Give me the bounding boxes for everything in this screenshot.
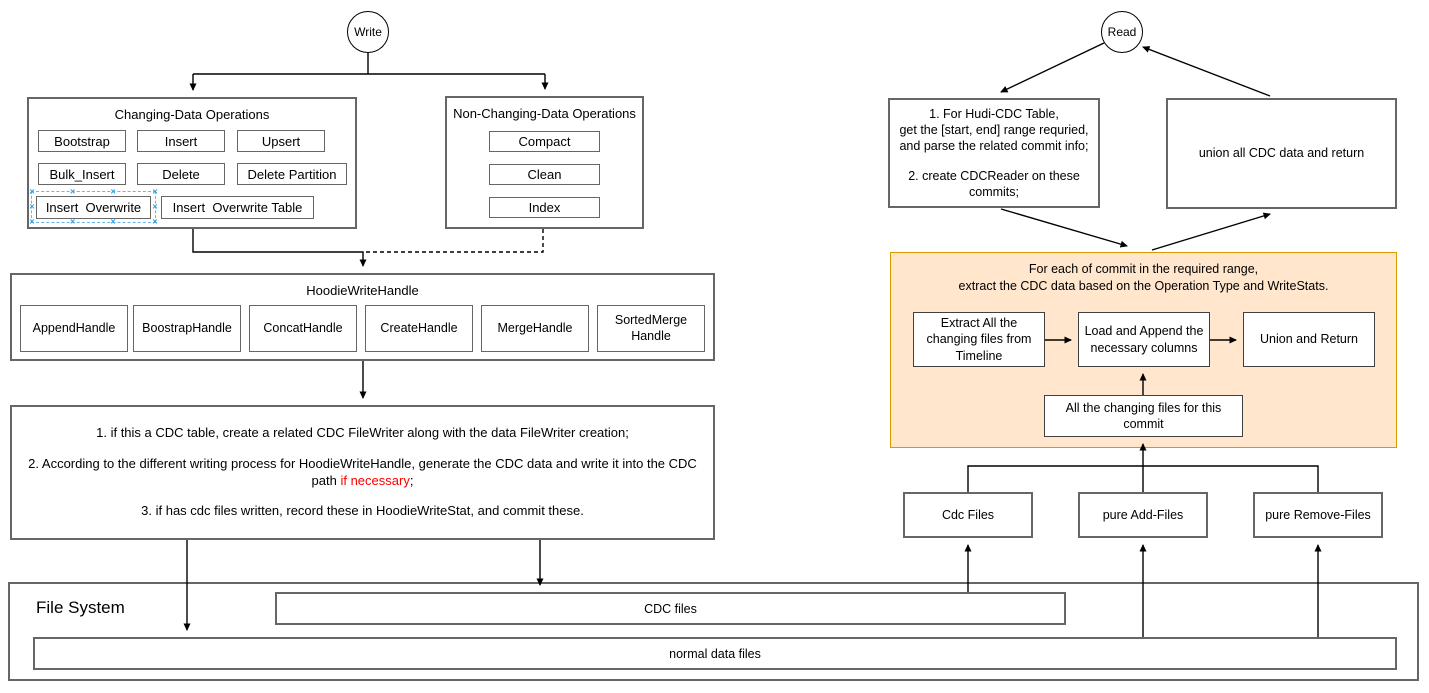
non-changing-data-operations-title: Non-Changing-Data Operations <box>453 106 636 121</box>
op-upsert[interactable]: Upsert <box>237 130 325 152</box>
normal-data-files-bar-label: normal data files <box>669 646 761 661</box>
selection-handle[interactable]: × <box>69 216 76 227</box>
op-delete[interactable]: Delete <box>137 163 225 185</box>
pure-remove-files-box[interactable]: pure Remove-Files <box>1253 492 1383 538</box>
op-insert[interactable]: Insert <box>137 130 225 152</box>
selection-outline[interactable]: × × × × × × × × × × <box>29 186 157 226</box>
write-node[interactable]: Write <box>347 11 389 53</box>
if-necessary-highlight: if necessary <box>340 472 410 488</box>
load-append-columns-box[interactable]: Load and Append the necessary columns <box>1078 312 1210 367</box>
changing-data-operations-title: Changing-Data Operations <box>114 107 270 122</box>
op-delete-partition[interactable]: Delete Partition <box>237 163 347 185</box>
read-node[interactable]: Read <box>1101 11 1143 53</box>
selection-handle[interactable]: × <box>152 186 158 197</box>
arrow-prepare-to-panel <box>1000 208 1128 248</box>
selection-handle[interactable]: × <box>29 186 35 197</box>
cdc-files-bar-label: CDC files <box>644 601 697 616</box>
pure-add-files-box[interactable]: pure Add-Files <box>1078 492 1208 538</box>
arrow-union-to-read <box>1142 46 1271 97</box>
op-index[interactable]: Index <box>489 197 600 218</box>
non-changing-data-operations-box[interactable]: Non-Changing-Data Operations <box>445 96 644 229</box>
normal-data-files-bar[interactable]: normal data files <box>33 637 1397 670</box>
selection-handle[interactable]: × <box>29 201 35 212</box>
bracket-file-boxes <box>967 465 1319 492</box>
op-clean[interactable]: Clean <box>489 164 600 185</box>
union-cdc-data-label: union all CDC data and return <box>1198 146 1365 161</box>
op-bootstrap[interactable]: Bootstrap <box>38 130 126 152</box>
selection-handle[interactable]: × <box>152 201 158 212</box>
read-prepare-box[interactable]: 1. For Hudi-CDC Table, get the [start, e… <box>888 98 1100 208</box>
dashed-nonchanging-to-handle <box>366 229 544 253</box>
union-cdc-data-box[interactable]: union all CDC data and return <box>1166 98 1397 209</box>
read-prepare-step-1: 1. For Hudi-CDC Table, get the [start, e… <box>899 106 1089 154</box>
arrow-panel-to-union <box>1151 212 1271 251</box>
write-step-3: 3. if has cdc files written, record thes… <box>141 503 584 519</box>
handle-create[interactable]: CreateHandle <box>365 305 473 352</box>
write-steps-box[interactable]: 1. if this a CDC table, create a related… <box>10 405 715 540</box>
write-label: Write <box>354 25 382 39</box>
read-prepare-step-2: 2. create CDCReader on these commits; <box>908 168 1080 199</box>
op-compact[interactable]: Compact <box>489 131 600 152</box>
extract-changing-files-box[interactable]: Extract All the changing files from Time… <box>913 312 1045 367</box>
handle-append[interactable]: AppendHandle <box>20 305 128 352</box>
file-system-label: File System <box>36 598 125 617</box>
union-and-return-box[interactable]: Union and Return <box>1243 312 1375 367</box>
handle-concat[interactable]: ConcatHandle <box>249 305 357 352</box>
handle-sorted-merge[interactable]: SortedMerge Handle <box>597 305 705 352</box>
handle-bootstrap[interactable]: BoostrapHandle <box>133 305 241 352</box>
write-step-1: 1. if this a CDC table, create a related… <box>96 424 629 440</box>
selection-handle[interactable]: × <box>110 216 116 227</box>
selection-handle[interactable]: × <box>29 216 35 227</box>
read-label: Read <box>1107 25 1137 39</box>
op-insert-overwrite-table[interactable]: Insert Overwrite Table <box>161 196 314 219</box>
write-step-2: 2. According to the different writing pr… <box>28 455 697 488</box>
cdc-extract-panel-title: For each of commit in the required range… <box>958 262 1329 293</box>
op-bulk-insert[interactable]: Bulk_Insert <box>38 163 126 185</box>
cdc-files-box[interactable]: Cdc Files <box>903 492 1033 538</box>
handle-merge[interactable]: MergeHandle <box>481 305 589 352</box>
arrow-changing-to-handle <box>192 229 367 267</box>
selection-handle[interactable]: × <box>152 216 158 227</box>
selection-handle[interactable]: × <box>69 186 76 197</box>
hoodie-write-handle-title: HoodieWriteHandle <box>306 283 419 298</box>
changing-files-for-commit-box[interactable]: All the changing files for this commit <box>1044 395 1243 437</box>
selection-handle[interactable]: × <box>110 186 116 197</box>
arrow-read-to-prepare <box>1000 42 1105 93</box>
cdc-files-bar[interactable]: CDC files <box>275 592 1066 625</box>
op-insert-overwrite[interactable]: Insert Overwrite <box>36 196 151 219</box>
